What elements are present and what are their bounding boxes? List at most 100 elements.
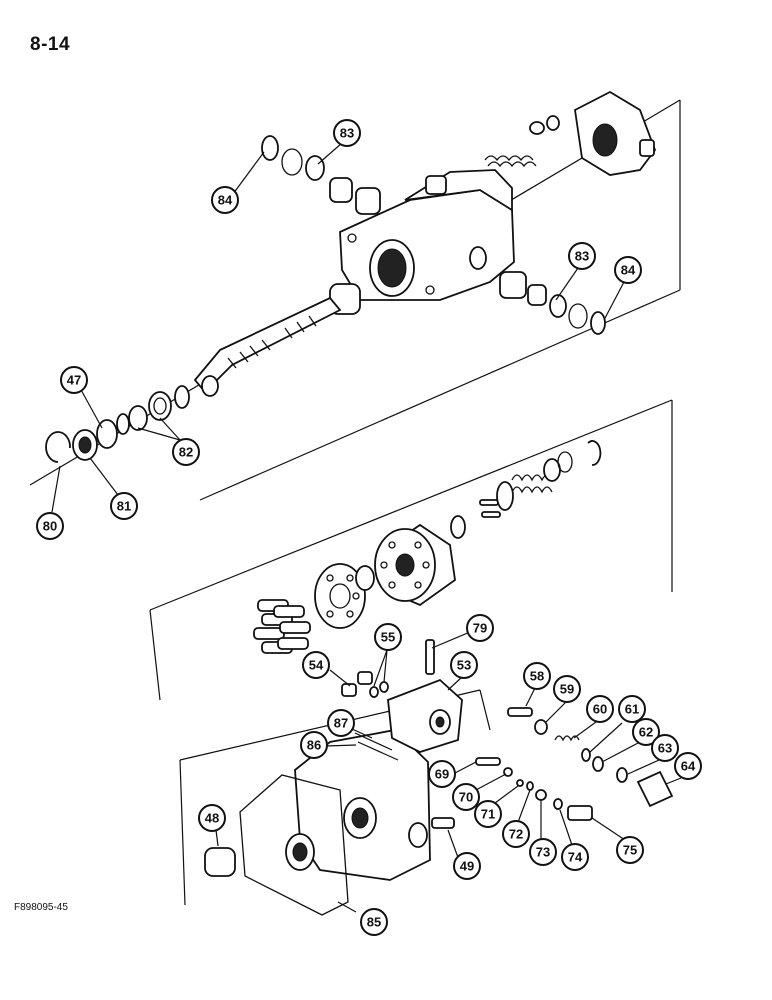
svg-text:74: 74 <box>568 850 583 865</box>
pin-86-87 <box>354 732 399 761</box>
svg-text:54: 54 <box>309 658 324 673</box>
svg-text:55: 55 <box>381 630 395 645</box>
svg-text:63: 63 <box>658 741 672 756</box>
bearing-right <box>499 271 606 335</box>
svg-text:58: 58 <box>530 669 544 684</box>
plug-62 <box>592 756 604 772</box>
callout-74: 74 <box>561 843 589 871</box>
callout-61: 61 <box>618 695 646 723</box>
svg-text:84: 84 <box>218 193 233 208</box>
callout-84-right: 84 <box>614 256 642 284</box>
svg-text:85: 85 <box>367 915 381 930</box>
spherical-washer <box>355 565 375 591</box>
callout-58: 58 <box>523 662 551 690</box>
callout-49: 49 <box>453 852 481 880</box>
svg-text:81: 81 <box>117 499 131 514</box>
callout-63: 63 <box>651 734 679 762</box>
callout-73: 73 <box>529 838 557 866</box>
svg-text:69: 69 <box>435 767 449 782</box>
orings-55 <box>369 681 389 698</box>
end-cap <box>574 90 657 176</box>
fitting-54 <box>341 671 373 697</box>
parts-70-74 <box>503 767 563 810</box>
spool-69 <box>475 757 501 766</box>
seal-ring-top <box>281 148 325 181</box>
seal-81 <box>72 429 98 461</box>
svg-text:70: 70 <box>459 790 473 805</box>
spring-60 <box>554 735 580 742</box>
callout-60: 60 <box>586 695 614 723</box>
svg-text:86: 86 <box>307 738 321 753</box>
callout-55: 55 <box>374 623 402 651</box>
drive-shaft <box>193 296 342 397</box>
svg-text:83: 83 <box>575 249 589 264</box>
callout-85: 85 <box>360 908 388 936</box>
svg-text:53: 53 <box>457 658 471 673</box>
callout-72: 72 <box>502 820 530 848</box>
snap-ring-84-top <box>261 135 279 161</box>
piston-set <box>253 599 311 654</box>
callout-64: 64 <box>674 752 702 780</box>
bearing-top-left <box>329 177 381 215</box>
svg-text:82: 82 <box>179 445 193 460</box>
compensator-spool-58 <box>507 707 533 717</box>
callout-70: 70 <box>452 783 480 811</box>
callout-48: 48 <box>198 804 226 832</box>
callout-53: 53 <box>450 651 478 679</box>
callout-54: 54 <box>302 651 330 679</box>
svg-text:75: 75 <box>623 843 637 858</box>
screw-79 <box>425 639 435 675</box>
callout-82: 82 <box>172 438 200 466</box>
spring-assembly <box>450 440 602 539</box>
pin-48 <box>204 847 236 877</box>
retainer-plate <box>314 563 366 629</box>
svg-text:87: 87 <box>334 716 348 731</box>
svg-text:49: 49 <box>460 859 474 874</box>
callout-87: 87 <box>327 709 355 737</box>
svg-text:83: 83 <box>340 126 354 141</box>
callout-84-top: 84 <box>211 186 239 214</box>
snap-ring-80 <box>45 431 71 463</box>
figure-id: F898095-45 <box>14 902 68 913</box>
relief-spring-top <box>484 115 560 168</box>
svg-text:60: 60 <box>593 702 607 717</box>
gasket-85 <box>239 774 349 916</box>
plug-75 <box>567 805 593 821</box>
callout-83-right: 83 <box>568 242 596 270</box>
callout-81: 81 <box>110 492 138 520</box>
cylinder-block <box>374 523 456 607</box>
svg-text:62: 62 <box>639 725 653 740</box>
svg-text:72: 72 <box>509 827 523 842</box>
callout-71: 71 <box>474 800 502 828</box>
washer-61 <box>581 748 591 762</box>
port-block <box>294 729 431 881</box>
oring-63 <box>616 767 628 783</box>
svg-text:64: 64 <box>681 759 696 774</box>
svg-text:59: 59 <box>560 682 574 697</box>
callout-80: 80 <box>36 512 64 540</box>
callout-59: 59 <box>553 675 581 703</box>
svg-text:80: 80 <box>43 519 57 534</box>
callout-47: 47 <box>60 366 88 394</box>
svg-text:71: 71 <box>481 807 495 822</box>
valve-body-53 <box>387 678 463 753</box>
svg-text:73: 73 <box>536 845 550 860</box>
callout-62: 62 <box>632 718 660 746</box>
seat-59 <box>534 719 548 735</box>
svg-text:47: 47 <box>67 373 81 388</box>
callout-83-top: 83 <box>333 119 361 147</box>
leader-lines <box>51 142 682 913</box>
svg-text:61: 61 <box>625 702 639 717</box>
svg-text:84: 84 <box>621 263 636 278</box>
adjuster-64 <box>636 770 674 808</box>
callout-79: 79 <box>466 614 494 642</box>
plug-49 <box>431 817 455 829</box>
svg-text:79: 79 <box>473 621 487 636</box>
callout-75: 75 <box>616 836 644 864</box>
callout-86: 86 <box>300 731 328 759</box>
callout-69: 69 <box>428 760 456 788</box>
page-number: 8-14 <box>30 34 71 55</box>
svg-text:48: 48 <box>205 811 219 826</box>
shaft-bearing-82 <box>116 385 190 435</box>
